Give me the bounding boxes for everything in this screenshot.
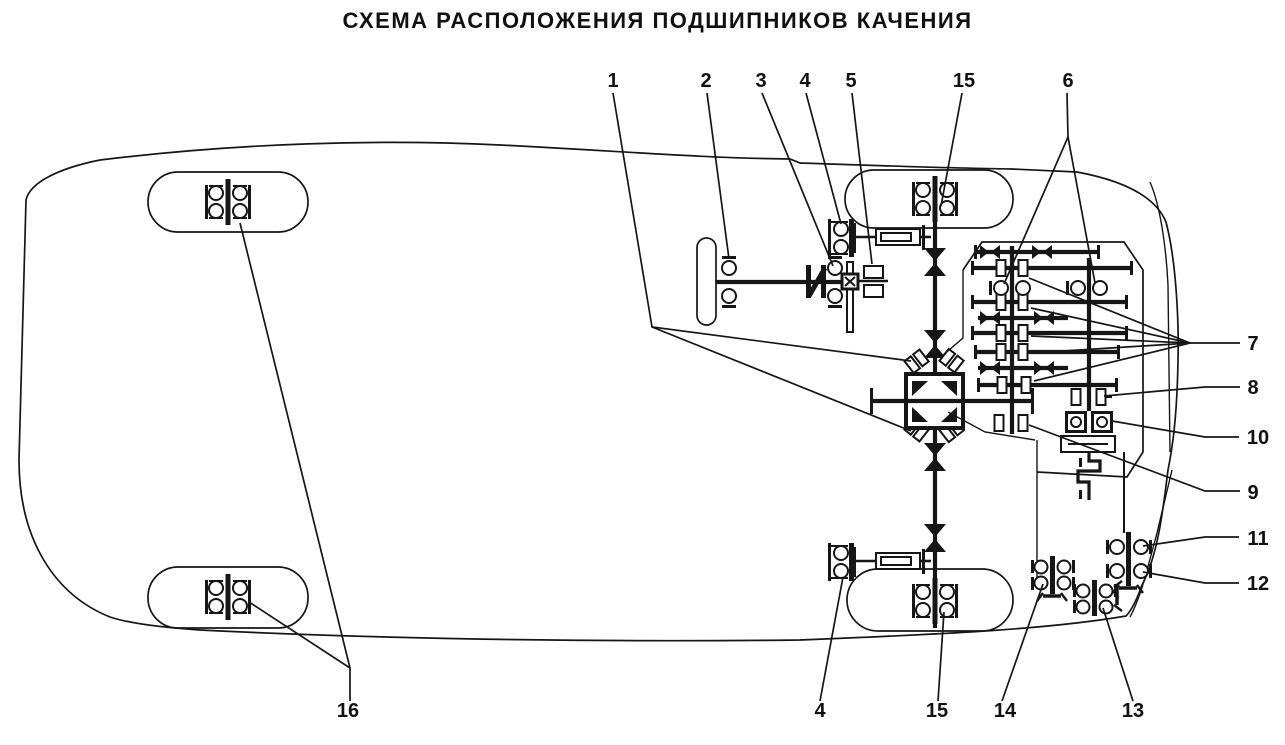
callout-label-15: 15 [926, 700, 948, 722]
front-inner-contour-top [1149, 181, 1171, 453]
steering-u-joint-icon [806, 265, 828, 298]
diagram-title: СХЕМА РАСПОЛОЖЕНИЯ ПОДШИПНИКОВ КАЧЕНИЯ [342, 8, 973, 33]
cv-joint-icon [1035, 591, 1069, 603]
transfer-case [870, 347, 1034, 444]
wheel-rear-right [147, 566, 309, 629]
steering-wheel [696, 237, 717, 326]
leader-line-14 [1001, 583, 1044, 702]
leader-line-15 [940, 92, 963, 207]
shift-linkage [1076, 452, 1102, 500]
wheel-rear-left [147, 171, 309, 233]
callout-label-13: 13 [1122, 700, 1144, 722]
leader-line-7 [1031, 342, 1191, 354]
final-drive [1060, 411, 1125, 533]
wheel-front-left [844, 169, 1014, 229]
leader-line-16 [239, 222, 351, 669]
callout-label-4: 4 [799, 70, 811, 92]
leader-line-15 [937, 611, 945, 702]
leader-line-11 [1142, 536, 1239, 547]
callout-label-16: 16 [337, 700, 359, 722]
gearbox-ball-bearings [988, 280, 1108, 296]
callout-label-8: 8 [1247, 377, 1258, 399]
leader-line-16 [248, 601, 351, 701]
steering-shaft-bearing [721, 256, 737, 308]
leader-line-5 [851, 92, 873, 265]
steering-gear-box [840, 272, 860, 291]
callout-label-4: 4 [814, 700, 826, 722]
leader-line-4 [819, 576, 844, 702]
leader-line-6 [1067, 136, 1096, 284]
cluster-13 [1073, 579, 1124, 616]
leader-line-7 [1030, 307, 1191, 344]
callout-label-1: 1 [607, 70, 618, 92]
callout-label-15: 15 [953, 70, 975, 92]
leader-line-2 [706, 92, 730, 260]
car-body-outline [18, 141, 1180, 642]
gearbox [941, 241, 1144, 577]
leader-line-1 [651, 326, 912, 432]
wheel-front-right [846, 568, 1014, 632]
callout-label-7: 7 [1247, 333, 1258, 355]
diff-taper-bearing [938, 347, 965, 374]
leader-line-10 [1111, 420, 1239, 438]
secondary-shaft-bearings [1070, 388, 1112, 406]
callout-label-11: 11 [1247, 528, 1268, 550]
callout-label-12: 12 [1247, 573, 1269, 595]
driveline [827, 178, 946, 628]
hub-bearing-rear-left [204, 178, 252, 226]
rear-axle-drive [827, 542, 931, 582]
callout-label-2: 2 [700, 70, 711, 92]
cluster-14 [1031, 556, 1075, 603]
leader-line-8 [1103, 386, 1240, 397]
gearbox-housing [962, 241, 1144, 478]
leader-line-4 [805, 92, 842, 225]
leader-line-12 [1142, 571, 1239, 584]
callout-label-5: 5 [845, 70, 856, 92]
leader-line-13 [1102, 607, 1134, 702]
wheels [147, 169, 1014, 632]
callout-label-10: 10 [1247, 427, 1269, 449]
callout-label-14: 14 [994, 700, 1017, 722]
front-axle-drive [827, 218, 931, 258]
cluster-11-12 [1106, 532, 1152, 595]
steering-assembly [696, 237, 888, 333]
final-drive-bearing [1065, 411, 1087, 433]
worm-bearing [863, 265, 884, 298]
leader-line-7 [1033, 342, 1191, 382]
leader-line-3 [761, 92, 834, 267]
callout-label-3: 3 [755, 70, 766, 92]
sector-shaft [846, 261, 854, 333]
final-drive-bearing [1091, 411, 1113, 433]
callout-label-9: 9 [1247, 482, 1258, 504]
axle-bearing-block [827, 218, 855, 258]
bearing-clusters [1031, 532, 1152, 616]
hub-bearing-rear-right [204, 573, 252, 621]
leader-line-9 [1028, 424, 1240, 492]
axle-bearing-block [827, 542, 855, 582]
callout-label-6: 6 [1062, 70, 1073, 92]
leader-line-7 [1030, 335, 1191, 344]
